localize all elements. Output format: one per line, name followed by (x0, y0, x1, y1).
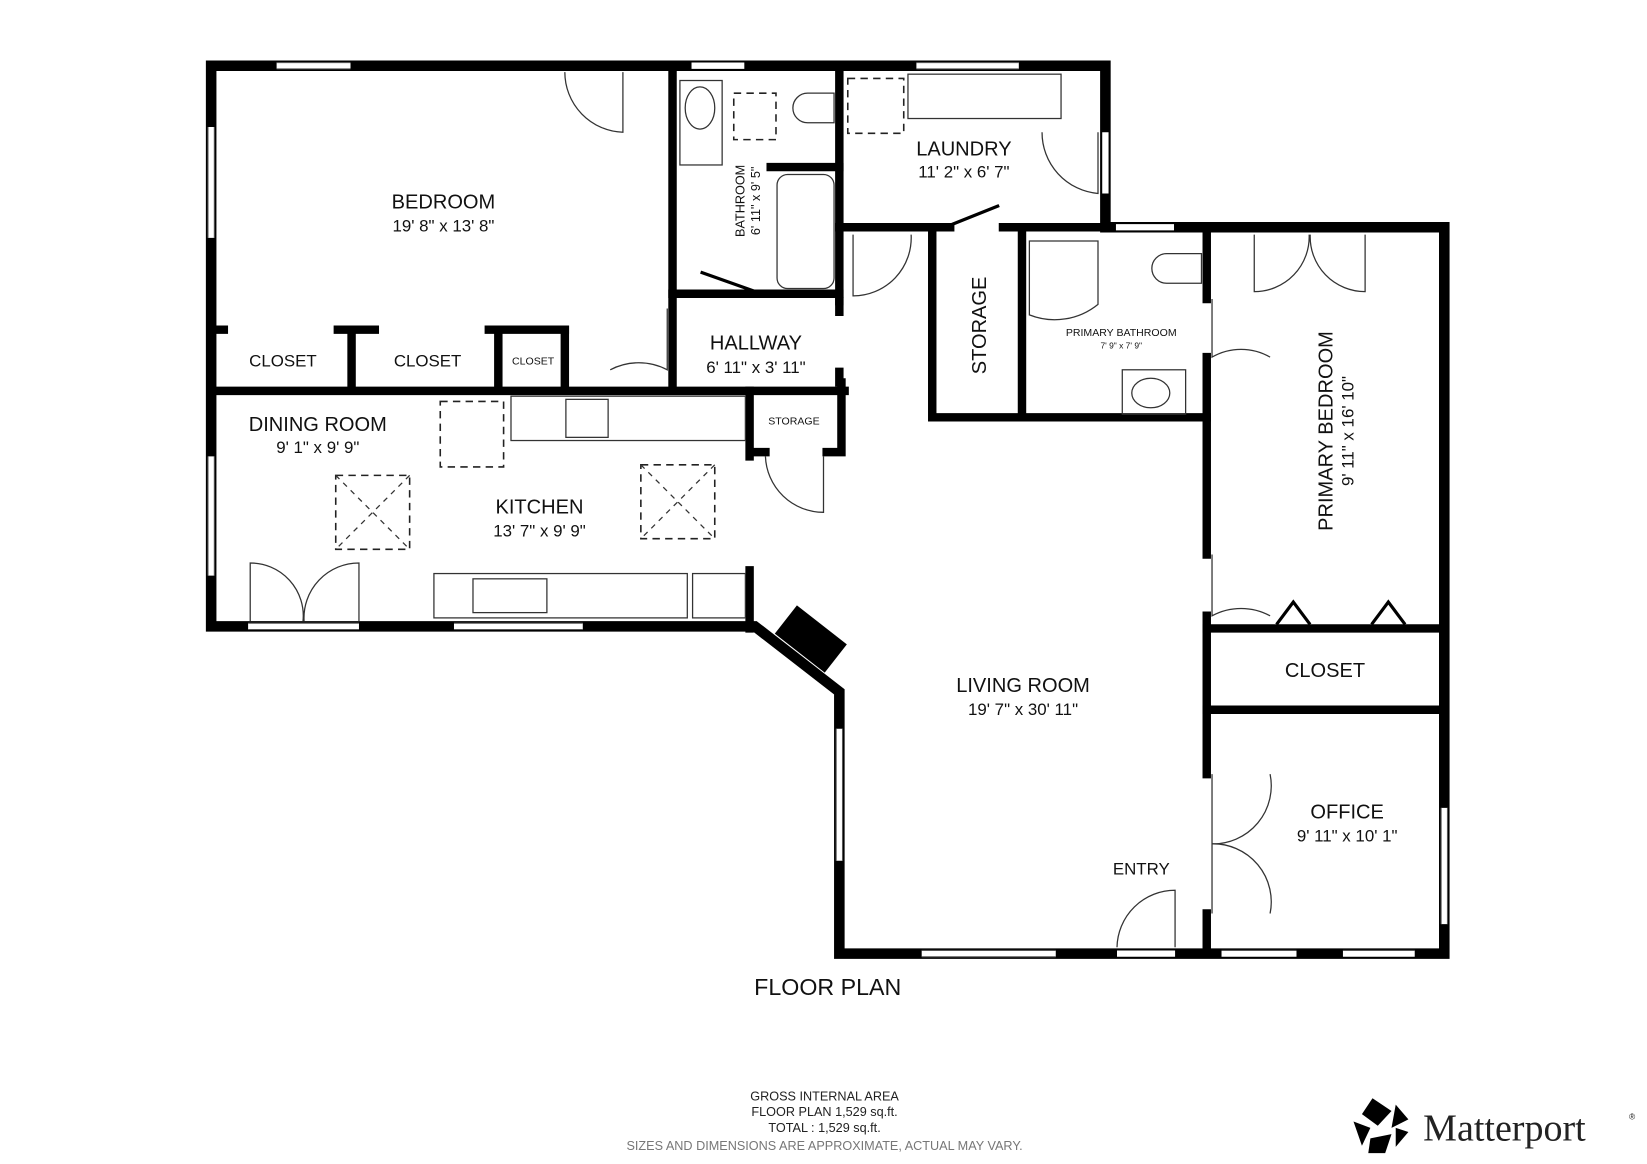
doors (249, 72, 1407, 948)
fixtures (334, 73, 1203, 673)
closet-label: CLOSET (394, 352, 462, 371)
kitchen-dims: 13' 7" x 9' 9" (493, 522, 586, 541)
closet-label: CLOSET (512, 356, 555, 368)
primary-bathroom-dims: 7' 9" x 7' 9" (1100, 341, 1142, 351)
laundry-dims: 11' 2" x 6' 7" (918, 163, 1009, 182)
bedroom-label: BEDROOM (392, 191, 496, 213)
closet-label: CLOSET (249, 352, 317, 371)
total-area: TOTAL : 1,529 sq.ft. (768, 1121, 880, 1135)
matterport-logo: Matterport ® (1353, 1098, 1636, 1154)
living-room-label: LIVING ROOM (956, 675, 1090, 697)
hallway-label: HALLWAY (710, 333, 802, 355)
living-room-dims: 19' 7" x 30' 11" (968, 700, 1078, 719)
primary-bedroom-label: PRIMARY BEDROOM (1315, 331, 1337, 531)
storage-label: STORAGE (768, 416, 819, 428)
dining-room-dims: 9' 1" x 9' 9" (276, 438, 359, 457)
closet-label: CLOSET (1285, 660, 1365, 682)
matterport-mark-icon (1353, 1098, 1409, 1154)
entry-label: ENTRY (1113, 859, 1170, 878)
registered-mark: ® (1629, 1111, 1636, 1121)
office-dims: 9' 11" x 10' 1" (1297, 827, 1398, 846)
room-labels: BEDROOM 19' 8" x 13' 8" BATHROOM 6' 11" … (249, 138, 1398, 878)
hallway-dims: 6' 11" x 3' 11" (706, 358, 805, 377)
primary-bedroom-dims: 9' 11" x 16' 10" (1338, 376, 1357, 486)
storage-label: STORAGE (969, 277, 991, 375)
laundry-label: LAUNDRY (916, 138, 1011, 160)
bathroom-dims: 6' 11" x 9' 5" (749, 167, 763, 235)
dining-room-label: DINING ROOM (249, 414, 387, 436)
area-heading: GROSS INTERNAL AREA (750, 1089, 899, 1103)
floor-plan-area: FLOOR PLAN 1,529 sq.ft. (751, 1105, 897, 1119)
primary-bathroom-label: PRIMARY BATHROOM (1066, 327, 1177, 339)
windows (207, 62, 1448, 958)
disclaimer: SIZES AND DIMENSIONS ARE APPROXIMATE, AC… (626, 1139, 1022, 1153)
floor-plan-title: FLOOR PLAN (754, 974, 901, 1000)
office-label: OFFICE (1310, 801, 1384, 823)
area-summary: GROSS INTERNAL AREA FLOOR PLAN 1,529 sq.… (626, 1089, 1022, 1153)
bathroom-label: BATHROOM (733, 165, 747, 237)
bedroom-dims: 19' 8" x 13' 8" (392, 216, 494, 235)
fireplace (774, 605, 847, 673)
logo-text: Matterport (1423, 1108, 1586, 1150)
kitchen-label: KITCHEN (495, 496, 583, 518)
